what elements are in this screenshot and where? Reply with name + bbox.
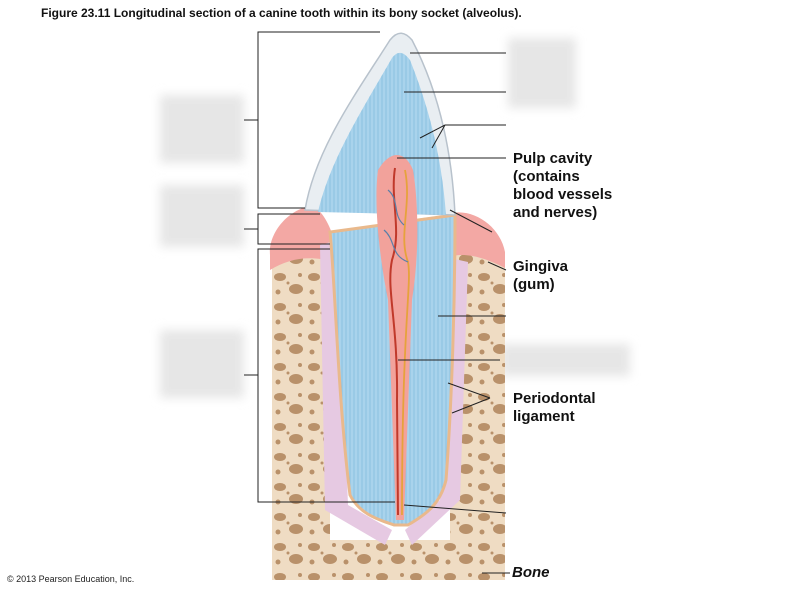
label-gingiva-line-2: (gum) bbox=[513, 276, 555, 293]
blank-label-2 bbox=[160, 185, 244, 247]
label-bone: Bone bbox=[512, 564, 550, 581]
figure-caption: Figure 23.11 Longitudinal section of a c… bbox=[41, 6, 522, 20]
gingiva-shape bbox=[269, 206, 505, 270]
label-periodontal-ligament: Periodontal ligament bbox=[513, 390, 596, 426]
label-pulp-cavity-line-4: and nerves) bbox=[513, 204, 598, 221]
blank-label-1 bbox=[160, 95, 244, 163]
label-pulp-cavity: Pulp cavity (contains blood vessels and … bbox=[513, 150, 612, 222]
pulp-cavity-shape bbox=[376, 155, 418, 520]
label-periodontal-line-2: ligament bbox=[513, 408, 575, 425]
label-pulp-cavity-line-3: blood vessels bbox=[513, 186, 613, 203]
blank-label-3 bbox=[160, 330, 244, 398]
label-pulp-cavity-line-2: (contains bbox=[513, 168, 580, 185]
copyright-notice: © 2013 Pearson Education, Inc. bbox=[7, 574, 135, 584]
blank-label-5 bbox=[500, 344, 630, 376]
crown-shape bbox=[304, 32, 456, 216]
label-periodontal-line-1: Periodontal bbox=[513, 390, 596, 407]
label-gingiva-line-1: Gingiva bbox=[513, 258, 569, 275]
right-leader-lines bbox=[397, 52, 510, 574]
blank-label-4 bbox=[508, 38, 576, 108]
label-pulp-cavity-line-1: Pulp cavity bbox=[513, 150, 593, 167]
left-brackets bbox=[244, 31, 395, 503]
label-gingiva: Gingiva (gum) bbox=[513, 258, 568, 294]
